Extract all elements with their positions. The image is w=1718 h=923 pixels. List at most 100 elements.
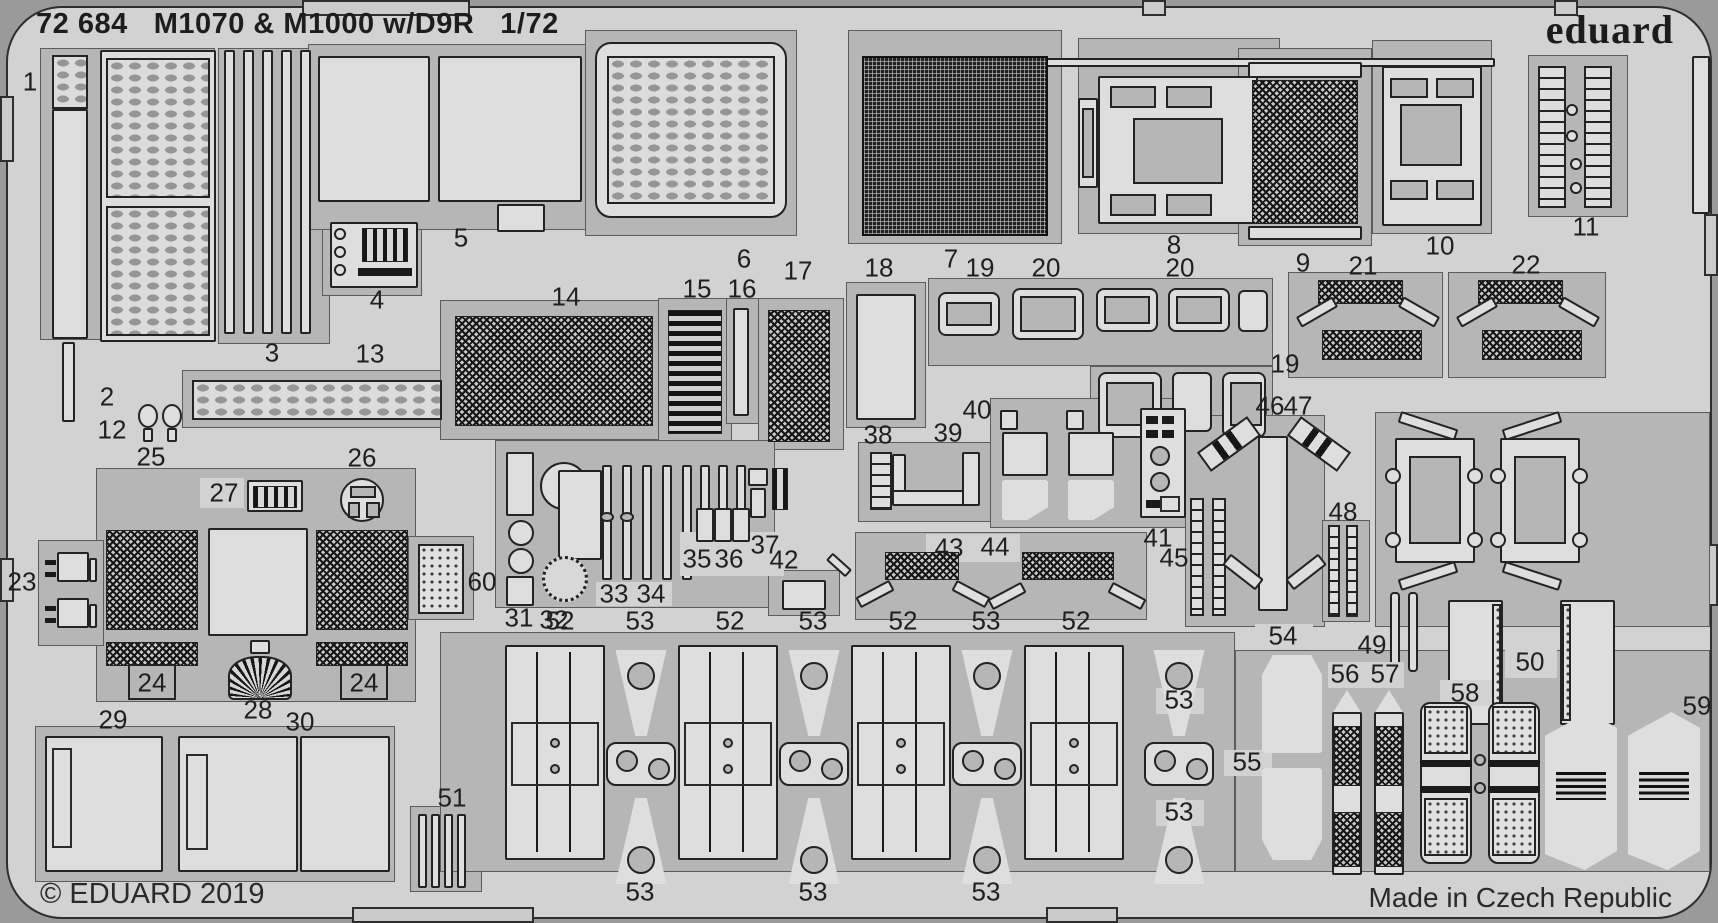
- fret-shape-b: [1420, 786, 1472, 793]
- part-number-label: 53: [798, 876, 828, 907]
- fret-shape-c: [1572, 468, 1588, 484]
- fret-shape-lad: [1584, 66, 1612, 208]
- part-number-label: 31: [504, 602, 534, 633]
- fret-shape-ch: [550, 764, 560, 774]
- part-number-label: 39: [933, 417, 963, 448]
- fret-shape-k: [455, 316, 653, 426]
- fret-shape-p: [750, 488, 766, 518]
- fret-shape-b: [536, 652, 538, 852]
- part-number-label: 53: [798, 605, 828, 636]
- fret-shape-p: [678, 645, 778, 860]
- part-number-label: 60: [467, 566, 497, 597]
- fret-shape-b: [1488, 760, 1540, 767]
- fret-shape-hl: [1639, 772, 1689, 800]
- fret-shape-w: [366, 502, 380, 518]
- fret-shape-ch: [1186, 758, 1208, 780]
- fret-shape-ch: [821, 758, 843, 780]
- fret-shape-w: [1082, 108, 1094, 178]
- fret-shape-o: [52, 55, 88, 109]
- fret-shape-c: [508, 520, 534, 546]
- fret-shape-p: [505, 645, 605, 860]
- part-number-label: 55: [1232, 746, 1262, 777]
- fret-shape-k: [885, 552, 959, 580]
- fret-shape-w: [1133, 118, 1223, 184]
- kit-scale: 1/72: [500, 8, 559, 40]
- fret-shape-w: [1400, 104, 1462, 166]
- fret-shape-ch: [896, 764, 906, 774]
- fret-shape-ch: [994, 758, 1016, 780]
- fret-shape-b: [1162, 430, 1174, 438]
- part-number-label: 59: [1682, 690, 1712, 721]
- kit-title: M1070 & M1000 w/D9R: [153, 8, 475, 40]
- fret-shape-k: [316, 530, 408, 630]
- fret-shape-w: [1110, 194, 1156, 216]
- fret-shape-d: [1424, 706, 1468, 754]
- part-number-label: 16: [727, 273, 757, 304]
- fret-shape-n: [972, 534, 1020, 562]
- part-number-label: 8: [1166, 229, 1182, 260]
- fret-shape-p: [418, 814, 427, 888]
- fret-shape-d: [1492, 706, 1536, 754]
- fret-shape-ch: [600, 512, 614, 522]
- part-number-label: 41: [1143, 522, 1173, 553]
- fret-shape-w: [348, 502, 360, 518]
- fret-shape-b: [45, 572, 56, 577]
- part-number-label: 42: [769, 544, 799, 575]
- fret-shape-ch: [962, 750, 984, 772]
- fret-shape-ch: [550, 738, 560, 748]
- fret-shape-p: [497, 204, 545, 232]
- fret-shape-p: [1066, 410, 1084, 430]
- fret-shape-p: [143, 428, 153, 442]
- part-number-label: 53: [971, 605, 1001, 636]
- sheet-edge-tab: [1046, 907, 1118, 923]
- part-number-label: 36: [714, 543, 744, 574]
- fret-shape-p: [1262, 768, 1322, 860]
- sheet-title: 72 684 M1070 & M1000 w/D9R 1/72: [36, 8, 559, 41]
- fret-shape-k: [1478, 280, 1563, 304]
- part-number-label: 53: [971, 876, 1001, 907]
- sheet-edge-tab: [0, 558, 14, 602]
- part-number-label: 46: [1255, 390, 1285, 421]
- part-number-label: 53: [1164, 684, 1194, 715]
- fret-shape-b: [882, 652, 884, 852]
- fret-shape-ch: [620, 512, 634, 522]
- fret-shape-n: [1328, 662, 1404, 688]
- fret-shape-b: [1146, 430, 1158, 438]
- part-number-label: 15: [682, 273, 712, 304]
- fret-shape-p: [243, 50, 254, 334]
- fret-shape-ch: [723, 764, 733, 774]
- fret-shape-ch: [616, 750, 638, 772]
- fret-shape-ch: [1474, 754, 1486, 766]
- fret-shape-w: [1514, 456, 1566, 544]
- fret-shape-b: [569, 652, 571, 852]
- fret-shape-p: [224, 50, 235, 334]
- catalog-number: 72 684: [36, 8, 128, 40]
- part-number-label: 35: [682, 543, 712, 574]
- fret-shape-p: [506, 452, 534, 516]
- fret-shape-lad: [1346, 525, 1358, 617]
- part-number-label: 29: [98, 704, 128, 735]
- fret-shape-b: [1420, 760, 1472, 767]
- fret-shape-m: [862, 56, 1048, 236]
- fret-shape-p: [1238, 290, 1268, 332]
- fret-shape-ch: [1474, 782, 1486, 794]
- part-number-label: 11: [1572, 211, 1600, 242]
- fret-shape-c: [508, 548, 534, 574]
- fret-shape-p: [250, 640, 270, 654]
- fret-shape-lad: [1212, 498, 1226, 616]
- fret-shape-lad: [870, 452, 892, 510]
- fret-shape-k: [1482, 330, 1582, 360]
- part-number-label: 57: [1370, 658, 1400, 689]
- fret-shape-k: [1334, 812, 1360, 867]
- fret-shape-b: [45, 560, 56, 565]
- fret-shape-ch: [627, 662, 655, 690]
- fret-shape-p: [748, 468, 768, 486]
- part-number-label: 52: [888, 605, 918, 636]
- fret-shape-w: [1166, 194, 1212, 216]
- part-number-label: 43: [934, 532, 964, 563]
- part-number-label: 27: [209, 477, 239, 508]
- fret-shape-p: [444, 814, 453, 888]
- part-number-label: 53: [1164, 796, 1194, 827]
- part-number-label: 49: [1357, 629, 1387, 660]
- part-number-label: 21: [1348, 250, 1378, 281]
